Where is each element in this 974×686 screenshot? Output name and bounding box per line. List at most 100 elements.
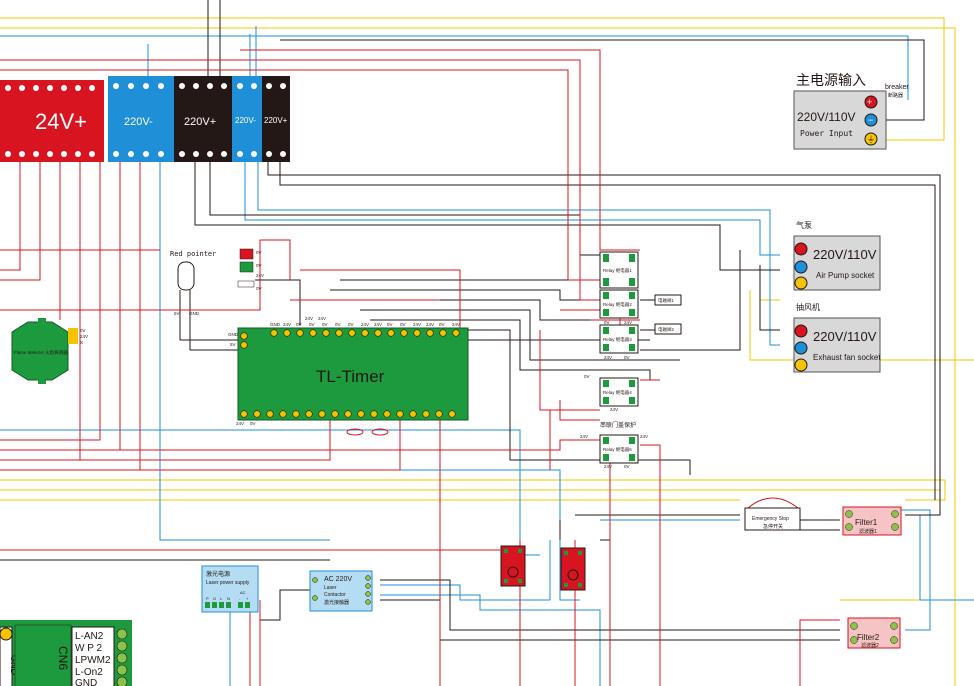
svg-text:24V: 24V xyxy=(610,407,618,412)
laser-power-supply: 激光电源 Laser power supply P G L N - + AC xyxy=(201,565,259,613)
relay-module-5: Relay 继电器5 24V 0V xyxy=(599,434,639,469)
safety-module-2 xyxy=(560,547,586,591)
svg-text:0V: 0V xyxy=(624,355,630,360)
main-power-title: 主电源输入 xyxy=(796,72,866,88)
svg-text:电磁阀1: 电磁阀1 xyxy=(658,297,674,304)
svg-text:L-AN2: L-AN2 xyxy=(75,631,104,642)
laser-ps-cn: 激光电源 xyxy=(206,570,230,578)
solenoid-box-1: 电磁阀1 xyxy=(654,294,682,306)
svg-text:0V: 0V xyxy=(322,322,328,327)
terminal-block-220v-plus-2: 220V+ xyxy=(262,76,290,162)
exhaust-title: 抽风机 xyxy=(796,302,820,312)
breaker-cn-label: 断路器 xyxy=(888,92,903,99)
emergency-stop-label: Emergency Stop xyxy=(752,516,789,522)
air-pump-socket: 气泵 220V/110V Air Pump socket xyxy=(793,220,881,291)
relay-module-4: Relay 继电器4 0V 24V xyxy=(584,374,639,412)
timer-gnd-pin: GND xyxy=(228,332,239,337)
svg-text:⏚: ⏚ xyxy=(867,135,875,144)
svg-text:24V: 24V xyxy=(452,322,460,327)
svg-text:电磁阀2: 电磁阀2 xyxy=(658,326,674,333)
emergency-stop: Emergency Stop 急停开关 xyxy=(744,497,801,531)
laser-ps-label: Laser power supply xyxy=(206,580,250,586)
svg-text:P: P xyxy=(206,596,209,601)
power-input-voltage: 220V/110V xyxy=(797,110,856,124)
timer-top-pin-labels: GND 24V 0V 0V 0V 0V 0V 24V 24V 0V 0V 24V… xyxy=(270,316,460,327)
svg-text:0V: 0V xyxy=(256,250,262,255)
svg-text:+: + xyxy=(867,97,872,107)
svg-text:0V: 0V xyxy=(624,464,630,469)
filter-1: Filter1 滤波器1 xyxy=(842,506,902,536)
svg-text:24V: 24V xyxy=(604,464,612,469)
svg-text:Relay 继电器2: Relay 继电器2 xyxy=(603,301,632,308)
svg-text:24V: 24V xyxy=(80,334,88,339)
svg-text:Relay 继电器1: Relay 继电器1 xyxy=(603,267,632,274)
svg-text:0V: 0V xyxy=(584,374,590,379)
relay-module-2: Relay 继电器2 0V 24V xyxy=(599,289,639,325)
breaker-label: breaker xyxy=(885,84,909,91)
svg-text:0V: 0V xyxy=(80,328,86,333)
door-protection-title: 串联门盖保护 xyxy=(600,421,636,429)
svg-text:+: + xyxy=(246,596,249,601)
air-pump-title: 气泵 xyxy=(796,220,812,230)
svg-text:24V: 24V xyxy=(305,316,313,321)
relay-module-3: Relay 继电器3 24V 0V xyxy=(599,324,639,360)
svg-text:24V: 24V xyxy=(640,434,648,439)
terminal-block-220v-minus-1: 220V- xyxy=(108,76,174,162)
svg-text:24V: 24V xyxy=(361,322,369,327)
svg-text:24V: 24V xyxy=(413,322,421,327)
svg-text:24V: 24V xyxy=(256,273,264,278)
terminal-220v-plus-label-2: 220V+ xyxy=(264,116,288,125)
svg-text:GND: GND xyxy=(75,678,97,686)
main-power-input: 主电源输入 breaker 断路器 220V/110V Power Input … xyxy=(793,72,909,150)
svg-text:5V: 5V xyxy=(174,311,180,316)
flame-detector: Flame detector 火焰探测器 0V 24V S xyxy=(11,318,88,384)
svg-text:G: G xyxy=(213,596,216,601)
svg-text:24V: 24V xyxy=(318,316,326,321)
terminal-strip: 24V+ 220V- 220V+ xyxy=(0,76,290,162)
svg-text:0V: 0V xyxy=(309,322,315,327)
terminal-220v-minus-label-1: 220V- xyxy=(124,116,153,128)
terminal-220v-minus-label-2: 220V- xyxy=(235,116,256,125)
svg-text:GND: GND xyxy=(189,311,200,316)
flame-detector-label: Flame detector 火焰探测器 xyxy=(14,349,68,356)
timer-left-terminals xyxy=(240,332,248,349)
power-input-label: Power Input xyxy=(800,129,853,138)
safety-module-1 xyxy=(500,545,526,587)
relay-module-1: Relay 继电器1 0V 24V xyxy=(599,251,639,295)
svg-text:0V: 0V xyxy=(604,320,610,325)
timer-bottom-terminals xyxy=(240,410,456,418)
terminal-24v-label: 24V+ xyxy=(35,109,87,134)
svg-text:L: L xyxy=(220,596,223,601)
solenoid-box-2: 电磁阀2 xyxy=(654,323,682,335)
svg-text:N: N xyxy=(227,596,230,601)
svg-text:LPWM2: LPWM2 xyxy=(75,655,111,666)
svg-text:24V: 24V xyxy=(374,322,382,327)
svg-text:AC: AC xyxy=(240,590,246,595)
svg-text:0V: 0V xyxy=(296,322,302,327)
svg-text:24V: 24V xyxy=(604,355,612,360)
timer-bottom-0v: 0V xyxy=(250,421,256,426)
svg-text:Relay 继电器4: Relay 继电器4 xyxy=(603,389,632,396)
svg-text:W P 2: W P 2 xyxy=(75,643,102,654)
terminal-220v-plus-label-1: 220V+ xyxy=(184,116,216,128)
svg-text:-: - xyxy=(239,596,241,601)
svg-text:24V: 24V xyxy=(426,322,434,327)
svg-text:24V: 24V xyxy=(283,322,291,327)
timer-top-terminals xyxy=(270,329,460,337)
cn6-label: CN6 xyxy=(56,646,70,670)
svg-text:GND: GND xyxy=(270,322,281,327)
air-pump-label: Air Pump socket xyxy=(816,271,875,280)
red-pointer-label: Red pointer xyxy=(170,250,216,258)
live-terminal-icon xyxy=(864,95,878,109)
svg-text:−: − xyxy=(868,115,873,125)
ground-terminal-icon xyxy=(864,132,878,146)
svg-text:L-On2: L-On2 xyxy=(75,667,103,678)
timer-bottom-24v: 24V xyxy=(236,421,244,426)
svg-text:0V: 0V xyxy=(335,322,341,327)
red-pointer: Red pointer 5V GND xyxy=(170,250,216,316)
tl-timer-label: TL-Timer xyxy=(316,367,385,386)
emergency-stop-cn: 急停开关 xyxy=(763,523,783,530)
status-indicator-light: 0V 0V 24V 0V xyxy=(237,248,264,291)
svg-text:Contactor: Contactor xyxy=(324,592,346,598)
